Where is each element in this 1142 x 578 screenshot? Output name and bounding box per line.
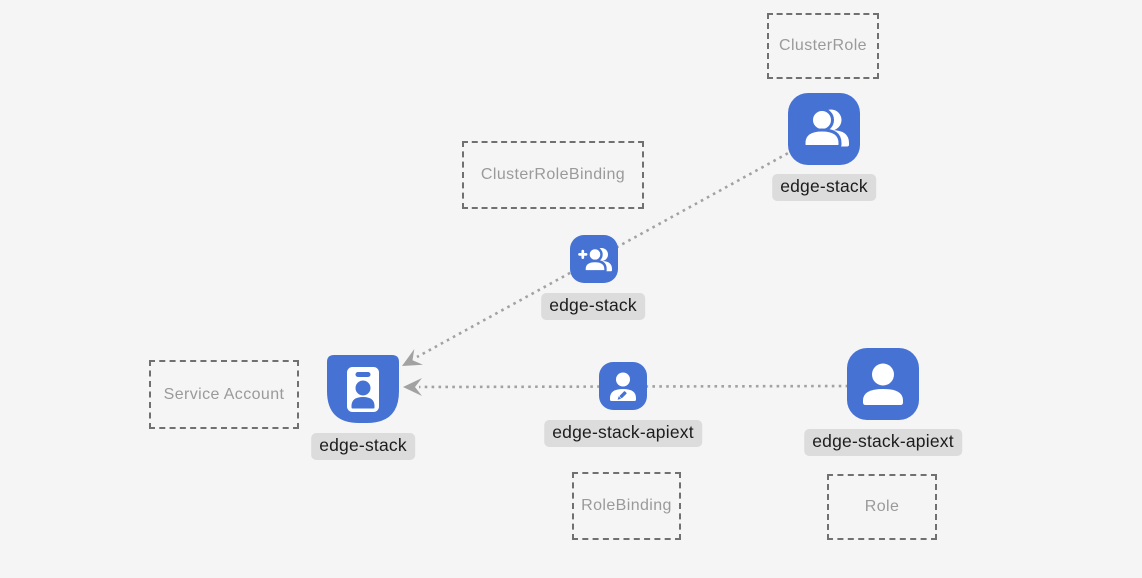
serviceaccount-node (327, 355, 399, 423)
rolebinding-node (599, 362, 647, 410)
clusterrolebinding-node (570, 235, 618, 283)
clusterrole-node-label: edge-stack (772, 174, 876, 201)
role-type-label: Role (864, 498, 900, 515)
role-type-box: Role (827, 474, 937, 540)
serviceaccount-type-label: Service Account (163, 385, 285, 403)
clusterrole-type-label: ClusterRole (779, 37, 867, 54)
clusterrole-node (788, 93, 860, 165)
clusterrolebinding-type-label: ClusterRoleBinding (480, 166, 626, 183)
serviceaccount-type-box: Service Account (149, 360, 299, 429)
arrowhead-icon (402, 348, 423, 366)
arrowhead-icon (403, 378, 422, 396)
person-icon (847, 348, 919, 420)
person-add-icon (570, 235, 618, 283)
rolebinding-type-box: RoleBinding (572, 472, 681, 540)
clusterrolebinding-node-label: edge-stack (541, 293, 645, 320)
id-badge-icon (327, 355, 399, 423)
rolebinding-type-label: RoleBinding (581, 497, 672, 514)
people-icon (788, 93, 860, 165)
role-node-label: edge-stack-apiext (804, 429, 962, 456)
clusterrolebinding-type-box: ClusterRoleBinding (462, 141, 644, 209)
person-edit-icon (599, 362, 647, 410)
rolebinding-node-label: edge-stack-apiext (544, 420, 702, 447)
serviceaccount-node-label: edge-stack (311, 433, 415, 460)
clusterrole-type-box: ClusterRole (767, 13, 879, 79)
role-node (847, 348, 919, 420)
